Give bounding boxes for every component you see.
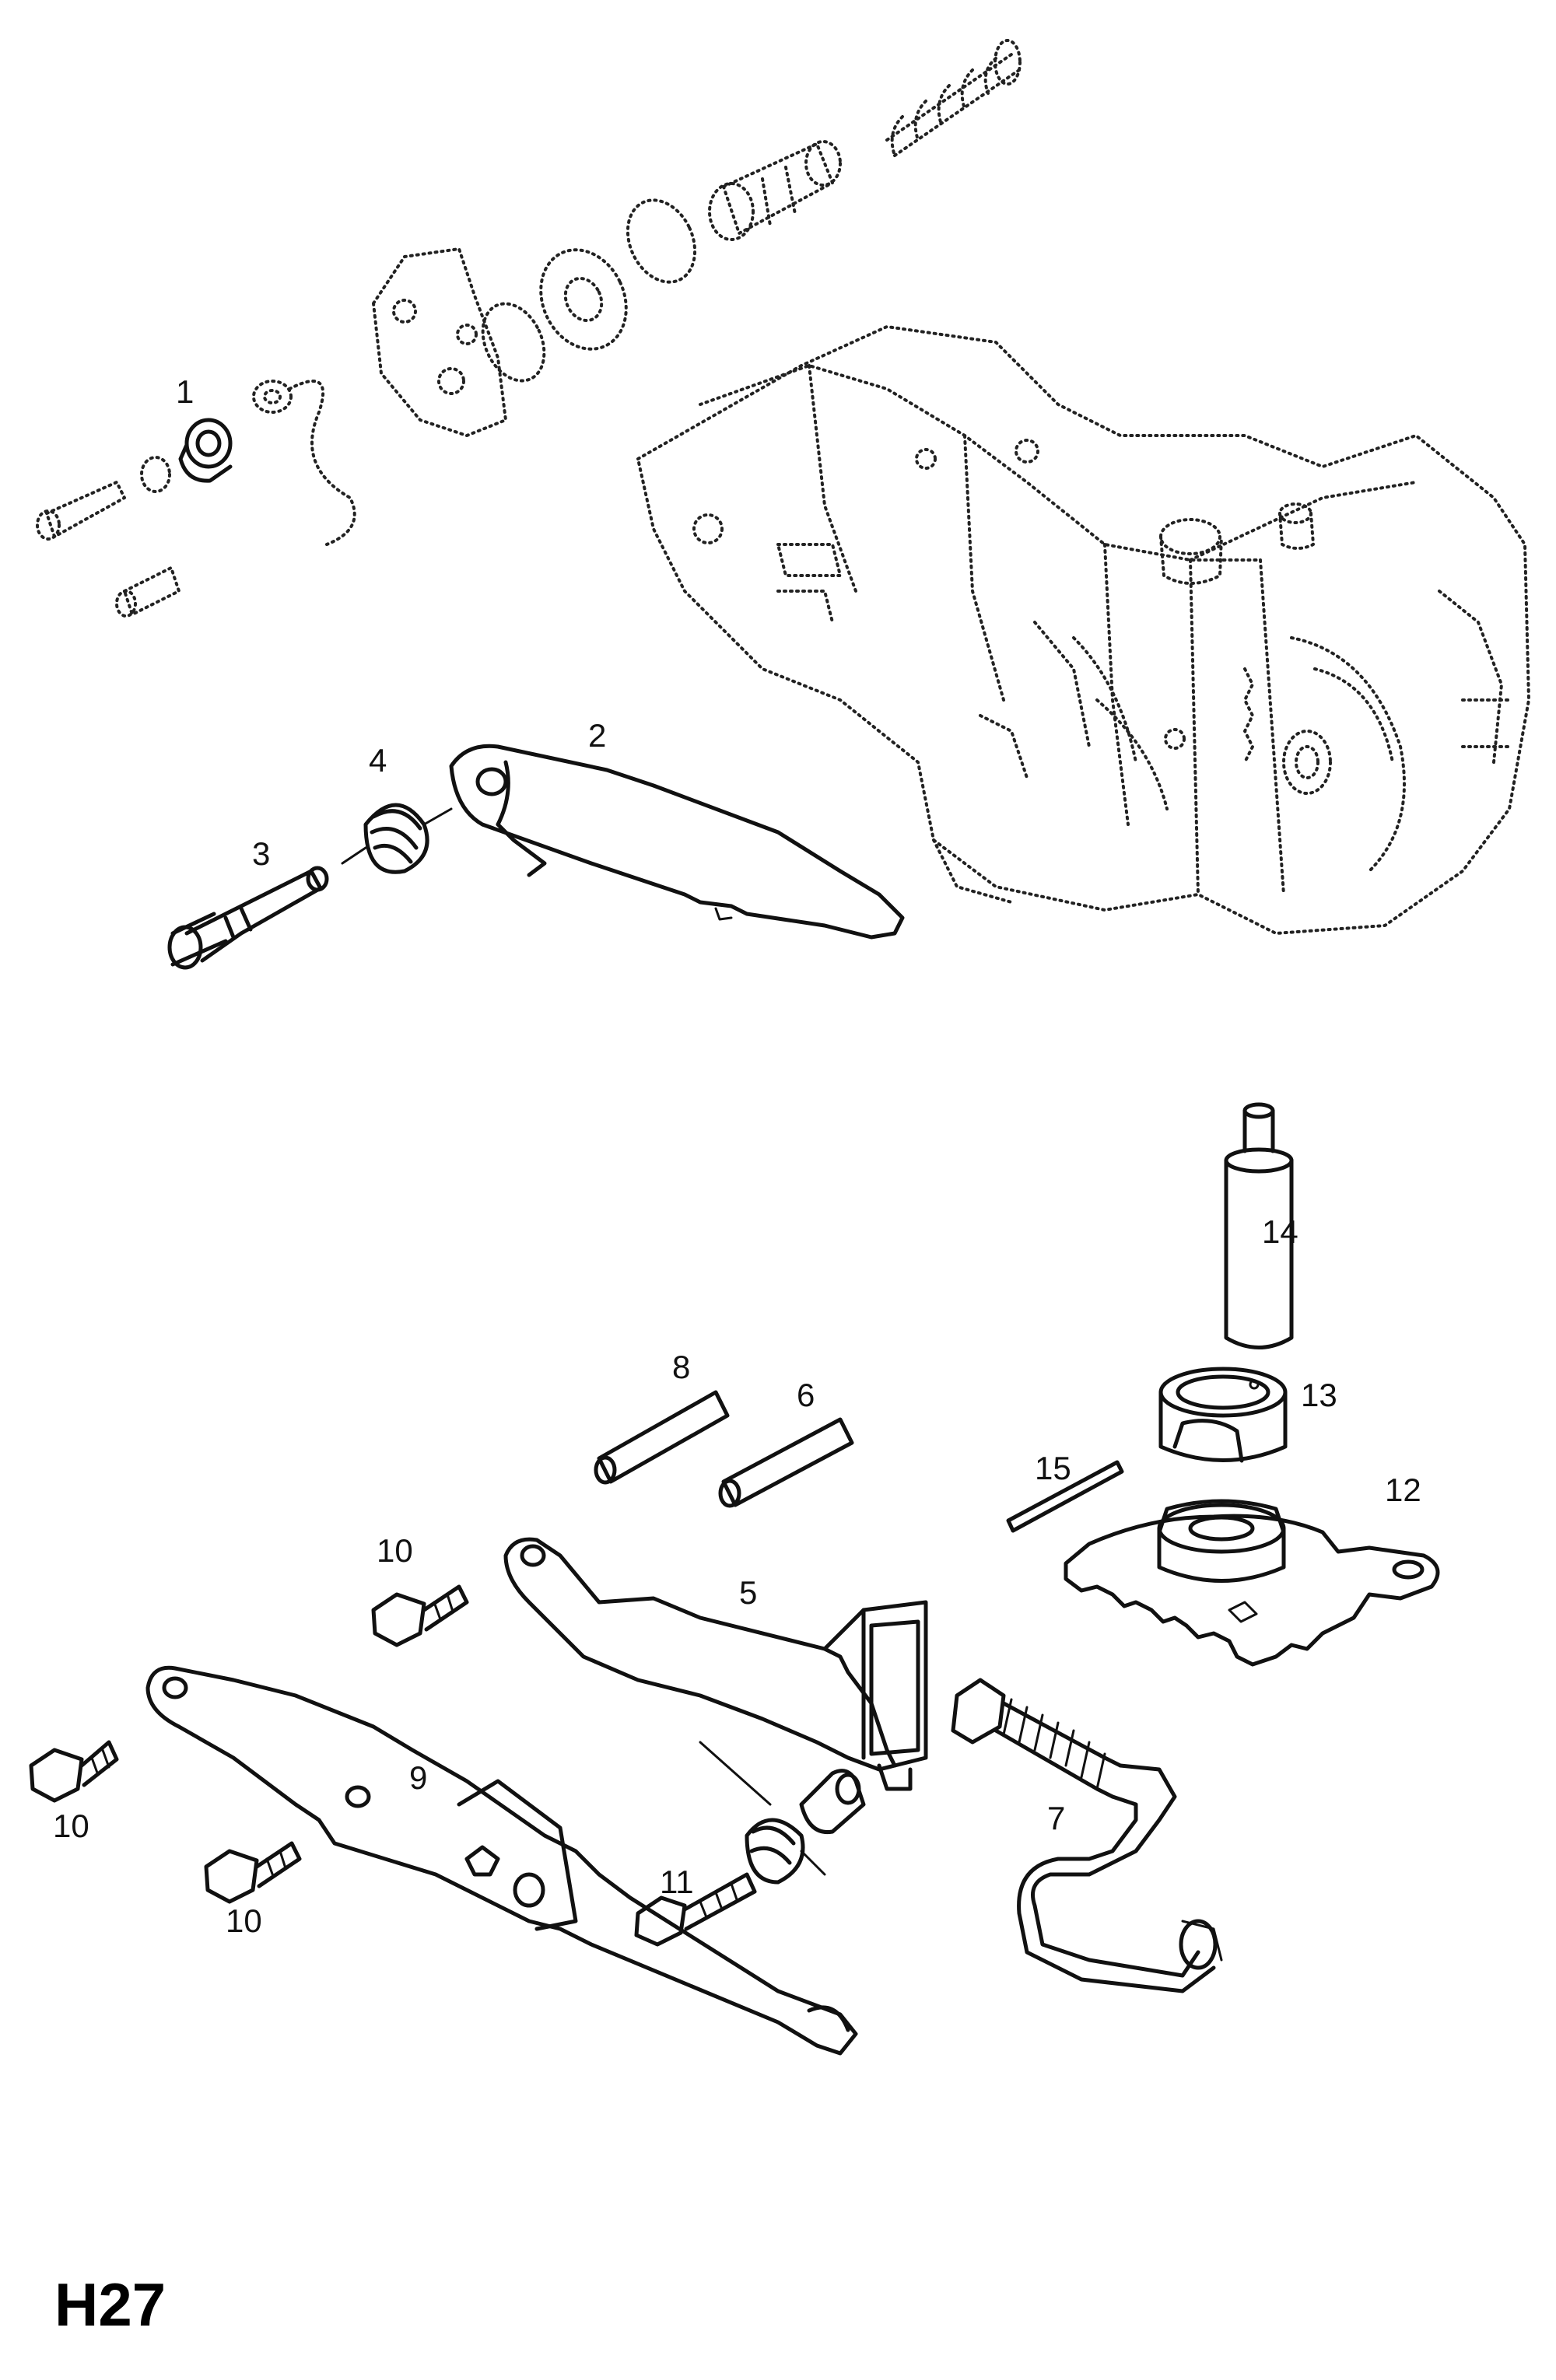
slave-spring bbox=[885, 39, 1022, 157]
callout-12: 12 bbox=[1385, 1472, 1421, 1508]
callout-15: 15 bbox=[1035, 1450, 1071, 1486]
part-5-bracket-lever bbox=[503, 1537, 928, 1791]
part-10-bolt-b bbox=[29, 1740, 119, 1803]
part-6-pin bbox=[718, 1417, 854, 1508]
callout-9: 9 bbox=[409, 1759, 427, 1796]
callout-10c: 10 bbox=[226, 1902, 262, 1939]
callout-11: 11 bbox=[660, 1864, 694, 1900]
part-4-spring bbox=[341, 803, 453, 874]
part-2-release-fork bbox=[449, 744, 905, 940]
gearbox-housing bbox=[636, 325, 1530, 935]
slave-screws bbox=[36, 456, 180, 618]
callout-14: 14 bbox=[1262, 1213, 1298, 1250]
part-9-selector-lever bbox=[145, 1665, 858, 2056]
part-13-split-bush bbox=[1158, 1367, 1288, 1463]
clutch-slave-cylinder-group bbox=[36, 39, 1022, 618]
slave-flange-plate bbox=[372, 247, 507, 437]
part-7-shift-rod bbox=[951, 1678, 1223, 1993]
page-code: H27 bbox=[54, 2270, 166, 2339]
callouts: 1 2 3 4 5 6 7 8 9 10 10 10 11 12 13 14 1… bbox=[53, 373, 1421, 1939]
slave-piston bbox=[708, 140, 842, 241]
part-14-shaft bbox=[1224, 1102, 1294, 1349]
slave-o-ring bbox=[481, 302, 546, 383]
part-1-bush bbox=[178, 418, 233, 483]
part-3-pivot-stud bbox=[167, 866, 329, 970]
callout-5: 5 bbox=[739, 1574, 757, 1611]
bleed-valve bbox=[252, 380, 356, 546]
part-10-bolt-c bbox=[204, 1841, 302, 1904]
callout-1: 1 bbox=[176, 373, 194, 410]
callout-2: 2 bbox=[588, 717, 606, 754]
part-15-pin bbox=[1006, 1460, 1124, 1533]
slave-bearing bbox=[539, 248, 628, 351]
callout-8: 8 bbox=[672, 1349, 690, 1385]
part-12-selector-segment bbox=[1064, 1499, 1440, 1667]
callout-10b: 10 bbox=[53, 1808, 89, 1844]
bush bbox=[799, 1769, 866, 1835]
callout-3: 3 bbox=[252, 835, 270, 872]
part-11-bolt bbox=[634, 1872, 757, 1947]
callout-4: 4 bbox=[369, 742, 387, 779]
callout-10a: 10 bbox=[377, 1532, 413, 1569]
callout-6: 6 bbox=[797, 1377, 815, 1413]
part-10-bolt-a bbox=[371, 1584, 469, 1647]
callout-13: 13 bbox=[1301, 1377, 1337, 1413]
part-8-pin bbox=[594, 1390, 730, 1485]
part-11-spring bbox=[699, 1741, 826, 1885]
slave-seal-ring bbox=[626, 198, 697, 284]
callout-7: 7 bbox=[1047, 1800, 1065, 1836]
